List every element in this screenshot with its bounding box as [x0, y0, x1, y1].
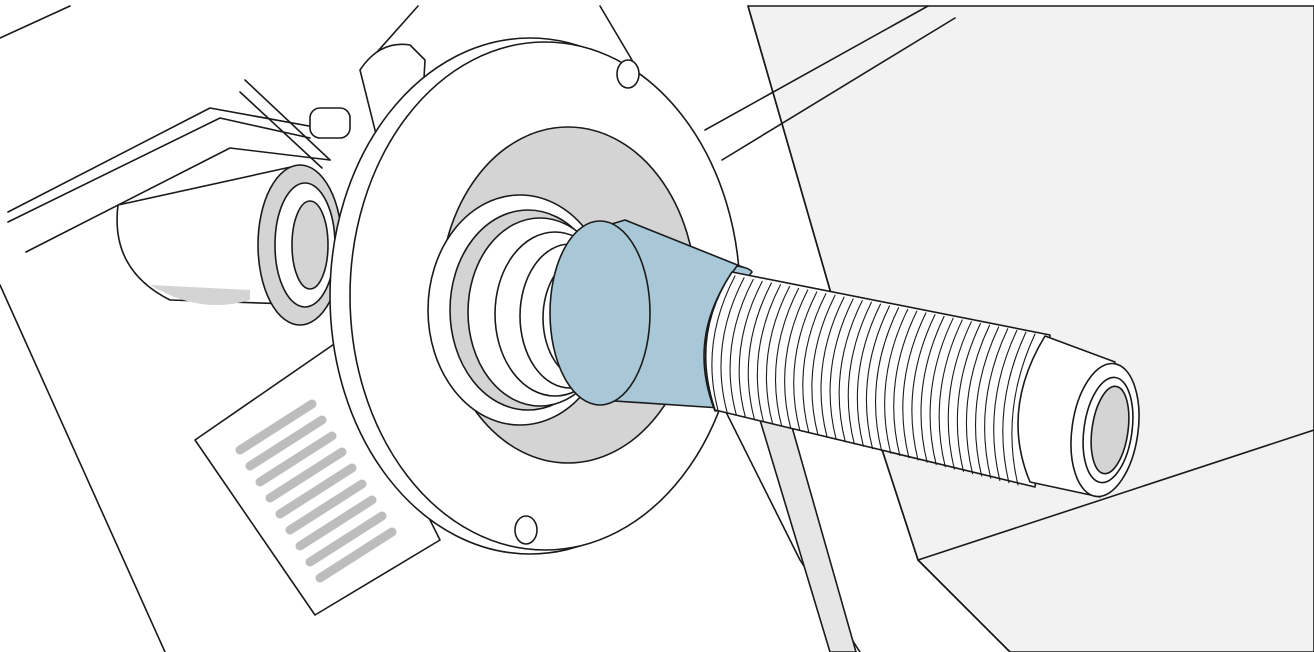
grille-slot [245, 415, 327, 471]
thread-line [856, 303, 882, 447]
grille-slot [235, 399, 317, 455]
thread-line [956, 322, 982, 472]
thread-lines [711, 275, 1036, 486]
grille-slot [275, 463, 357, 519]
housing-rear-strut-a [704, 5, 929, 131]
thread-line [820, 296, 845, 438]
thread-line [756, 284, 782, 422]
housing-left-rail-lower [25, 147, 331, 253]
thread-line [802, 293, 827, 434]
motor-stud [309, 107, 351, 139]
shaft-body [704, 271, 1051, 488]
housing-top-bracket-b [599, 5, 633, 61]
shaft-end-bore [1090, 385, 1130, 475]
grille-slot [305, 511, 387, 567]
thread-line [720, 277, 745, 413]
thread-line [1002, 331, 1027, 484]
highlighted-cone [549, 219, 753, 412]
flange-hole-bottom [514, 515, 538, 545]
thread-line [793, 291, 818, 432]
housing-diagonal-left [0, 284, 166, 652]
vent-grille [194, 339, 441, 616]
housing-upright-post [759, 419, 857, 652]
thread-line [811, 294, 836, 436]
grille-slot [265, 447, 347, 503]
thread-line [938, 319, 963, 468]
thread-line [875, 307, 900, 452]
back-panel-floor-edge [917, 429, 1314, 561]
grille-slot [255, 431, 337, 487]
thread-line [784, 289, 809, 429]
motor-shadow [150, 285, 250, 305]
thread-line [884, 308, 909, 454]
threaded-shaft [704, 271, 1051, 488]
thread-line [965, 324, 991, 475]
housing-left-rail [7, 107, 321, 213]
thread-line [1011, 333, 1036, 486]
thread-line [865, 305, 891, 450]
housing-left-rail-inner [7, 117, 311, 223]
thread-line [711, 275, 736, 411]
grille-slots [235, 399, 397, 583]
cone-front-face [549, 220, 651, 406]
grille-slot [285, 479, 367, 535]
housing-rear-strut-b [721, 17, 956, 161]
housing-top-edge [0, 5, 71, 39]
thread-line [847, 301, 872, 445]
motor-stud-rod [244, 79, 331, 161]
grille-slot [315, 527, 397, 583]
thread-line [947, 321, 972, 470]
thread-line [729, 278, 754, 416]
thread-line [838, 300, 863, 443]
thread-line [920, 315, 945, 463]
thread-line [775, 287, 800, 427]
grille-slot [295, 495, 377, 551]
flange-hole-top [616, 59, 640, 89]
thread-line [975, 326, 1000, 477]
thread-line [829, 298, 854, 441]
thread-line [738, 280, 763, 418]
motor-end-ring-inner [291, 200, 329, 290]
motor-cylinder [116, 79, 351, 326]
thread-line [765, 285, 791, 425]
thread-line [893, 310, 918, 457]
thread-line [984, 328, 1009, 479]
thread-line [993, 329, 1018, 482]
thread-line [929, 317, 954, 466]
grille-plate [194, 339, 441, 616]
machine-housing [0, 5, 956, 652]
thread-line [902, 312, 927, 459]
thread-line [747, 282, 772, 420]
thread-line [911, 314, 936, 461]
motor-stud-rod-b [239, 91, 323, 169]
shaft-end [1017, 335, 1140, 498]
